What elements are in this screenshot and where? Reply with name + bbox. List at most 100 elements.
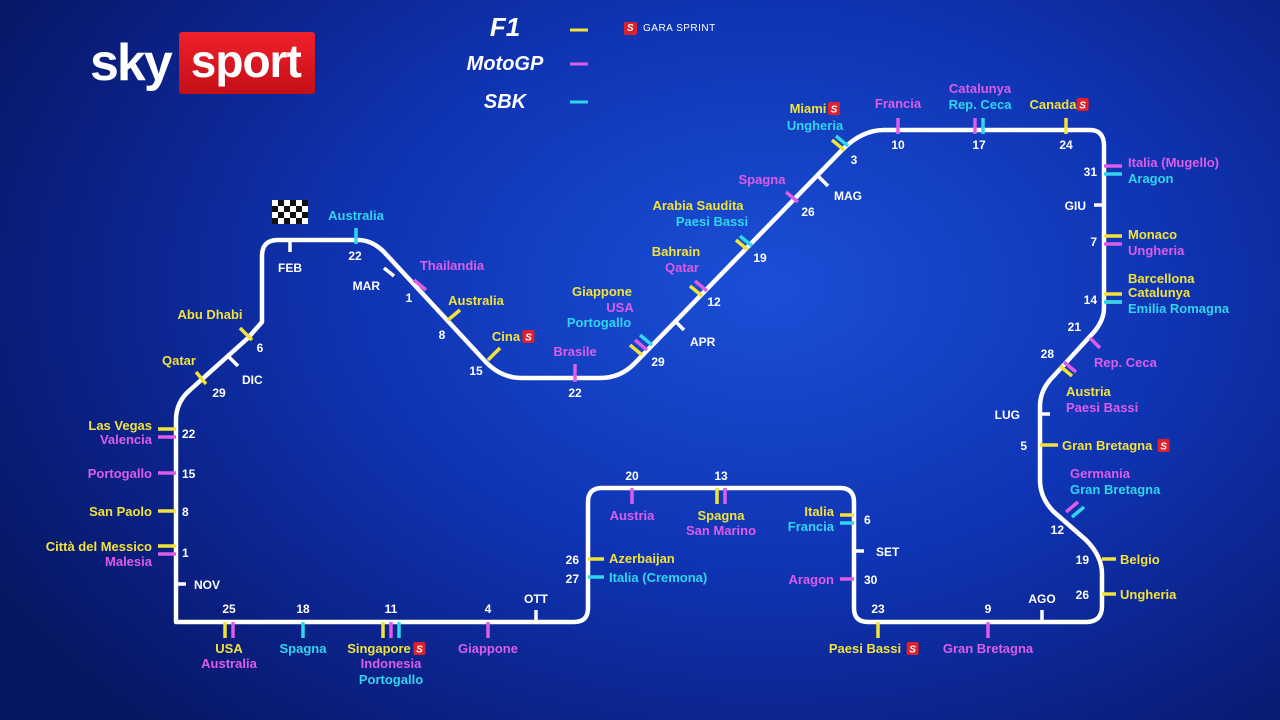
race-name: Barcellona <box>1128 271 1195 286</box>
race-name: Malesia <box>105 554 153 569</box>
race-name: Italia <box>804 504 834 519</box>
race-date: 3 <box>851 153 858 167</box>
race-name: Gran Bretagna <box>1070 482 1161 497</box>
race-name: Catalunya <box>949 81 1012 96</box>
race-name: Thailandia <box>420 258 485 273</box>
sprint-badge-icon <box>522 330 535 343</box>
race-marker-motogp <box>1062 360 1078 374</box>
race-marker-motogp <box>784 190 800 204</box>
race-name: Portogallo <box>567 315 631 330</box>
race-name: Ungheria <box>1120 587 1177 602</box>
race-date: 13 <box>714 469 728 483</box>
race-marker-f1 <box>238 326 254 342</box>
race-date: 14 <box>1084 293 1098 307</box>
race-marker-f1 <box>446 308 462 322</box>
race-name: USA <box>215 641 243 656</box>
race-weekend-ago-23: Paesi Bassi S 23 <box>829 602 919 656</box>
race-marker-f1 <box>734 238 750 252</box>
race-date: 15 <box>469 364 483 378</box>
month-label-ott: OTT <box>524 592 549 606</box>
month-marker-mag <box>816 174 830 188</box>
race-name: Paesi Bassi <box>1066 400 1138 415</box>
track-line <box>173 127 1107 625</box>
race-name: Australia <box>201 656 257 671</box>
race-date: 29 <box>212 386 226 400</box>
race-name: Valencia <box>100 432 153 447</box>
race-name: Italia (Cremona) <box>609 570 707 585</box>
race-name: Spagna <box>739 172 787 187</box>
month-label-giu: GIU <box>1065 199 1086 213</box>
race-name: USA <box>606 300 634 315</box>
race-name: Italia (Mugello) <box>1128 155 1219 170</box>
race-name: Las Vegas <box>88 418 152 433</box>
race-name: Qatar <box>665 260 699 275</box>
sprint-badge-icon <box>828 102 840 115</box>
race-name: Francia <box>875 96 922 111</box>
race-name: Singapore <box>347 641 411 656</box>
race-date: 26 <box>801 205 815 219</box>
race-marker-f1 <box>688 284 704 298</box>
sprint-badge-icon <box>1157 439 1170 452</box>
sprint-badge-icon <box>906 642 919 655</box>
month-marker-mar <box>382 266 396 278</box>
race-name: Austria <box>610 508 656 523</box>
race-date: 1 <box>406 291 413 305</box>
month-label-set: SET <box>876 545 900 559</box>
race-name: Portogallo <box>359 672 423 687</box>
race-date: 22 <box>182 427 196 441</box>
race-marker-f1 <box>830 138 846 152</box>
race-date: 23 <box>871 602 885 616</box>
race-marker-motogp <box>1088 336 1102 350</box>
month-label-feb: FEB <box>278 261 302 275</box>
race-marker-motogp <box>412 278 428 292</box>
race-name: Paesi Bassi <box>829 641 901 656</box>
race-name: Francia <box>788 519 835 534</box>
race-marker-f1 <box>1058 364 1074 378</box>
race-date: 22 <box>348 249 362 263</box>
race-marker-sbk <box>638 333 654 347</box>
race-name: Australia <box>448 293 504 308</box>
race-marker-sbk <box>738 234 754 248</box>
race-name: Miami <box>790 101 827 116</box>
race-name: Portogallo <box>88 466 152 481</box>
f1-logo: F1 <box>490 12 520 42</box>
race-name: Emilia Romagna <box>1128 301 1230 316</box>
sprint-badge-letter: S <box>1160 442 1167 453</box>
month-label-mag: MAG <box>834 189 862 203</box>
sprint-badge-letter: S <box>525 333 532 344</box>
race-name: Gran Bretagna <box>1062 438 1153 453</box>
sky-sport-logo: sky sport <box>90 30 315 96</box>
month-label-apr: APR <box>690 335 716 349</box>
sprint-badge-letter: S <box>909 645 916 656</box>
race-name: Brasile <box>553 344 596 359</box>
race-name: Belgio <box>1120 552 1160 567</box>
checkered-flag-icon <box>272 200 308 224</box>
month-marker-apr <box>672 318 686 332</box>
race-marker-motogp <box>693 279 709 293</box>
race-name: Arabia Saudita <box>652 198 744 213</box>
sprint-badge-letter: S <box>831 105 838 116</box>
race-date: 4 <box>485 602 492 616</box>
month-label-dic: DIC <box>242 373 263 387</box>
